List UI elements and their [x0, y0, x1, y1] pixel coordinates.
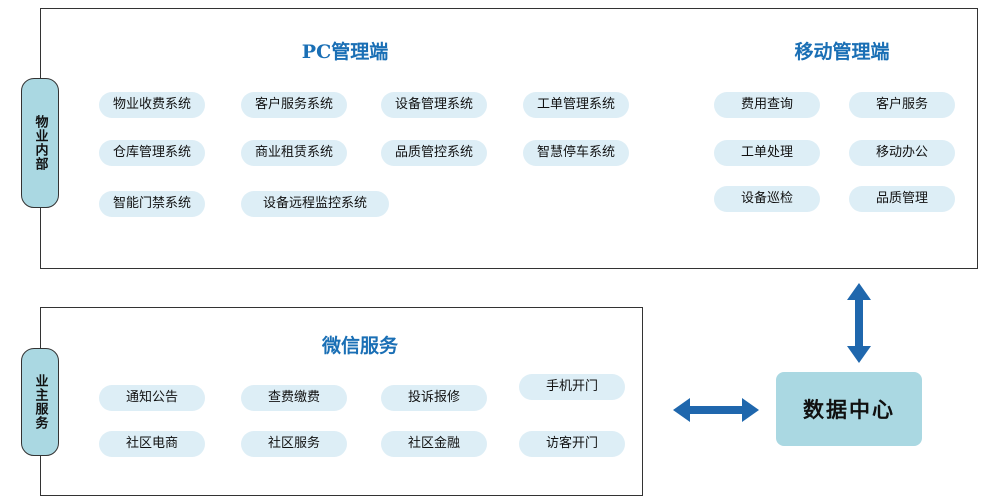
mobile-item[interactable]: 品质管理	[849, 186, 955, 212]
internal-side-label: 物业内部	[21, 78, 59, 208]
pc-title: PC管理端	[301, 41, 389, 63]
mobile-item[interactable]: 客户服务	[849, 92, 955, 118]
pc-item[interactable]: 设备管理系统	[381, 92, 487, 118]
owner-side-label-text: 业主服务	[32, 374, 48, 430]
mobile-title: 移动管理端	[794, 41, 890, 63]
wechat-item[interactable]: 社区电商	[99, 431, 205, 457]
pc-item[interactable]: 商业租赁系统	[241, 140, 347, 166]
pc-item[interactable]: 智能门禁系统	[99, 191, 205, 217]
wechat-title: 微信服务	[321, 335, 398, 357]
pc-item[interactable]: 仓库管理系统	[99, 140, 205, 166]
data-center-label: 数据中心	[803, 398, 895, 422]
vertical-double-arrow-icon	[847, 283, 871, 363]
internal-panel	[40, 8, 978, 269]
pc-item[interactable]: 客户服务系统	[241, 92, 347, 118]
pc-item[interactable]: 智慧停车系统	[523, 140, 629, 166]
horizontal-double-arrow-icon	[673, 398, 759, 422]
pc-item[interactable]: 物业收费系统	[99, 92, 205, 118]
wechat-item[interactable]: 社区金融	[381, 431, 487, 457]
pc-item[interactable]: 工单管理系统	[523, 92, 629, 118]
wechat-item[interactable]: 查费缴费	[241, 385, 347, 411]
mobile-item[interactable]: 费用查询	[714, 92, 820, 118]
mobile-item[interactable]: 移动办公	[849, 140, 955, 166]
wechat-item[interactable]: 社区服务	[241, 431, 347, 457]
wechat-item[interactable]: 手机开门	[519, 374, 625, 400]
pc-item[interactable]: 品质管控系统	[381, 140, 487, 166]
internal-side-label-text: 物业内部	[32, 115, 48, 171]
wechat-item[interactable]: 访客开门	[519, 431, 625, 457]
mobile-item[interactable]: 设备巡检	[714, 186, 820, 212]
owner-side-label: 业主服务	[21, 348, 59, 456]
wechat-item[interactable]: 通知公告	[99, 385, 205, 411]
pc-item[interactable]: 设备远程监控系统	[241, 191, 389, 217]
wechat-item[interactable]: 投诉报修	[381, 385, 487, 411]
data-center-node[interactable]: 数据中心	[776, 372, 922, 446]
mobile-item[interactable]: 工单处理	[714, 140, 820, 166]
